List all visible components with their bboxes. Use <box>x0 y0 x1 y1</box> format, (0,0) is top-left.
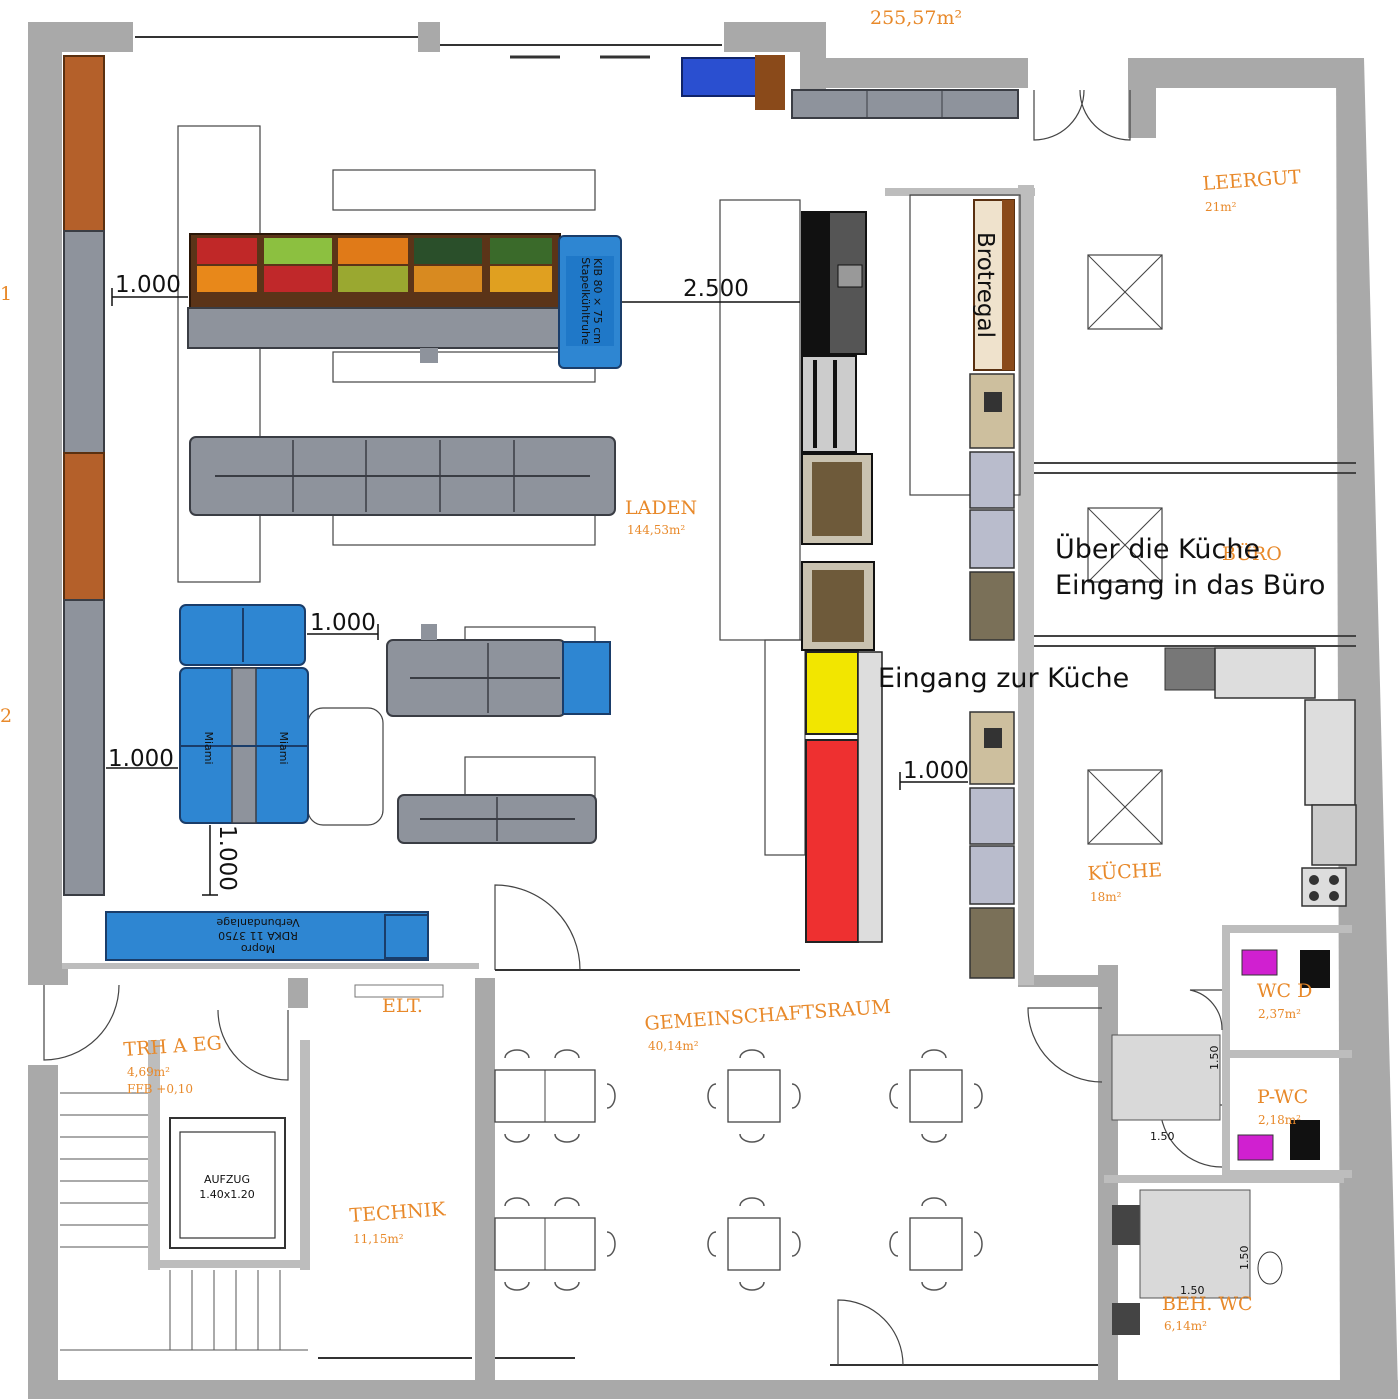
elevator-stairs: AUFZUG 1.40x1.20 <box>60 984 444 1351</box>
dim-2: 2.500 <box>683 276 749 302</box>
doors <box>43 89 1223 1366</box>
note-kueche: Eingang zur Küche <box>878 663 1129 694</box>
gemeinschaftsraum-name: GEMEINSCHAFTSRAUM <box>644 996 892 1035</box>
miami-label-1: Miami <box>202 731 215 764</box>
produce-display: Stapelkühltruhe KIB 80 × 75 cm <box>187 233 622 369</box>
trh-area: 4,69m² <box>127 1065 170 1079</box>
technik-name: TECHNIK <box>349 1198 447 1227</box>
wall-shelving-left <box>63 55 105 896</box>
gondola-shelf-3 <box>397 794 597 844</box>
brotregal: Brotregal <box>972 199 1015 371</box>
technik-area: 11,15m² <box>353 1232 404 1246</box>
wc-name: WC D <box>1257 980 1312 1002</box>
turn-circle-1-v: 1.50 <box>1208 1046 1221 1071</box>
counter-label-3: Verbundanlage <box>216 916 299 929</box>
behwc-area: 6,14m² <box>1164 1319 1207 1333</box>
kueche-area: 18m² <box>1090 890 1122 904</box>
laden-area: 144,53m² <box>627 523 685 537</box>
total-area: 255,57m² <box>870 7 962 29</box>
counter-cooler: Mopro RDKA 11 3750 Verbundanlage <box>105 911 429 961</box>
windows <box>135 36 1098 1366</box>
turn-circle-2-h: 1.50 <box>1180 1284 1205 1297</box>
produce-label-1: Stapelkühltruhe <box>579 257 592 345</box>
pwc-area: 2,18m² <box>1258 1113 1301 1127</box>
gemeinschaftsraum-area: 40,14m² <box>648 1039 699 1053</box>
background-outlines <box>177 125 1021 856</box>
wc-area: 2,37m² <box>1258 1007 1301 1021</box>
elt-label: ELT. <box>382 995 423 1017</box>
annotations: Über die Küche Eingang in das Büro Einga… <box>878 533 1325 694</box>
note-buero-line-1: Über die Küche <box>1055 533 1260 565</box>
side-mark-1: 1 <box>0 283 12 305</box>
dimension-lines <box>106 288 968 896</box>
trh-ffb: FFB +0,10 <box>127 1082 193 1096</box>
produce-label-2: KIB 80 × 75 cm <box>591 258 604 344</box>
leergut-name: LEERGUT <box>1202 166 1302 195</box>
toilets <box>1111 949 1330 1335</box>
dim-3: 1.000 <box>310 610 376 636</box>
cashier-counter <box>801 211 883 943</box>
wall-shelf-top <box>681 55 1019 119</box>
kueche-name: KÜCHE <box>1087 858 1163 885</box>
miami-label-2: Miami <box>277 731 290 764</box>
dining-tables <box>494 1049 983 1291</box>
aufzug-label: AUFZUG <box>204 1173 250 1186</box>
counter-label-2: RDKA 11 3750 <box>218 929 298 942</box>
counter-label-1: Mopro <box>241 942 275 955</box>
ceiling-vents <box>1087 254 1163 845</box>
behwc-name: BEH. WC <box>1162 1293 1253 1315</box>
brotregal-label: Brotregal <box>972 232 998 338</box>
turn-circle-1-h: 1.50 <box>1150 1130 1175 1143</box>
turn-circle-2-v: 1.50 <box>1238 1246 1251 1271</box>
trh-name: TRH A EG <box>123 1032 223 1061</box>
inner-walls <box>62 185 1356 1270</box>
kitchen-row-upper <box>969 373 1015 979</box>
dim-5: 1.000 <box>214 825 240 891</box>
kitchen-equipment <box>1164 647 1357 907</box>
dimension-labels: 1.000 2.500 1.000 1.000 1.000 1.000 1.50… <box>108 272 1251 1297</box>
dim-1: 1.000 <box>115 272 181 298</box>
gondola-shelf-2 <box>386 624 611 717</box>
pwc-name: P-WC <box>1257 1086 1308 1108</box>
dim-4: 1.000 <box>108 746 174 772</box>
gondola-shelf-1 <box>189 436 616 516</box>
note-buero-line-2: Eingang in das Büro <box>1055 570 1325 601</box>
buero-name: BÜRO <box>1222 542 1282 565</box>
leergut-area: 21m² <box>1205 200 1237 214</box>
side-mark-2: 2 <box>0 705 12 727</box>
freezer-islands: Miami Miami <box>179 604 309 824</box>
laden-name: LADEN <box>625 497 697 519</box>
aufzug-size: 1.40x1.20 <box>199 1188 255 1201</box>
dim-6: 1.000 <box>903 758 969 784</box>
